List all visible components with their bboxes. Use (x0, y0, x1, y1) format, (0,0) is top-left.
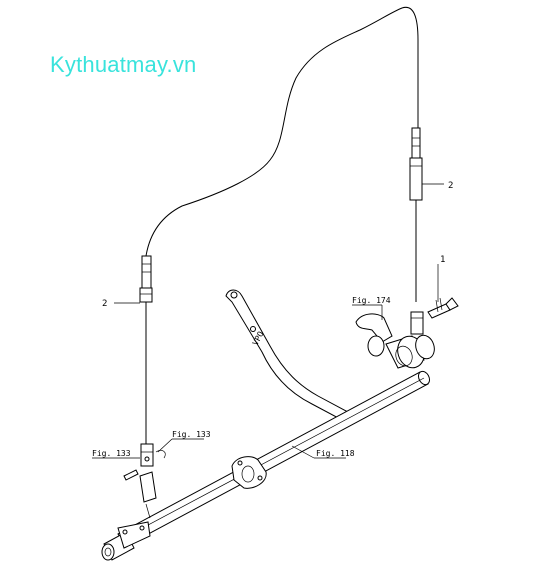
left-clevis (123, 443, 166, 481)
fig-133-left-label: Fig. 133 (92, 449, 131, 458)
watermark: Kythuatmay.vn (50, 52, 197, 77)
shaft-end-fitting (101, 521, 151, 561)
callout-2-left-label: 2 (102, 299, 107, 309)
fig-133-left-ref: Fig. 133 (92, 449, 140, 459)
lever-assembly (355, 311, 435, 369)
fig-118-ref: Fig. 118 (291, 445, 355, 459)
fig-174-ref: Fig. 174 (352, 296, 391, 320)
item-1-bolt: 1 (427, 255, 459, 319)
fig-118-label: Fig. 118 (316, 449, 355, 458)
pedal-bracket: VPO (225, 289, 349, 421)
cross-shaft (117, 370, 431, 547)
fig-133-right-label: Fig. 133 (172, 430, 211, 439)
fig-133-right-ref: Fig. 133 (157, 430, 211, 453)
cable-route (145, 6, 419, 257)
shaft-flange (231, 456, 267, 489)
callout-2-right-label: 2 (448, 181, 453, 191)
fig-174-label: Fig. 174 (352, 296, 391, 305)
callout-2-left: 2 (102, 299, 140, 309)
shaft-lever-arm (139, 471, 157, 519)
lower-cable-fitting (139, 255, 153, 444)
callout-2-right: 2 (422, 181, 453, 191)
upper-cable-fitting (409, 127, 423, 302)
callout-1-label: 1 (440, 255, 445, 265)
